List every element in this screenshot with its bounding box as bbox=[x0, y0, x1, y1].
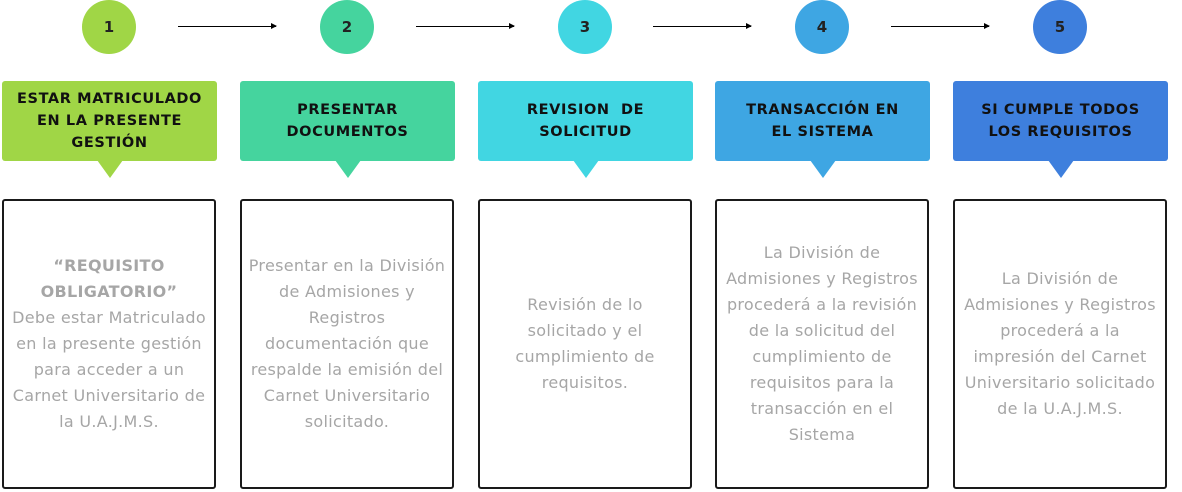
step-2-description: Presentar en la División de Admisiones y… bbox=[240, 199, 454, 489]
step-4-circle: 4 bbox=[795, 0, 849, 54]
step-title: SI CUMPLE TODOS LOS REQUISITOS bbox=[981, 102, 1140, 140]
step-3-circle: 3 bbox=[558, 0, 612, 54]
step-3-description: Revisión de lo solicitado y el cumplimie… bbox=[478, 199, 692, 489]
pointer-icon bbox=[572, 160, 599, 178]
step-1-circle: 1 bbox=[82, 0, 136, 54]
step-title: REVISION DE SOLICITUD bbox=[526, 102, 650, 140]
step-number: 2 bbox=[341, 18, 353, 36]
step-title: TRANSACCIÓN EN EL SISTEMA bbox=[746, 102, 899, 140]
step-2-header: PRESENTAR DOCUMENTOS bbox=[240, 81, 455, 178]
step-4-description: La División de Admisiones y Registros pr… bbox=[715, 199, 929, 489]
step-body: La División de Admisiones y Registros pr… bbox=[726, 243, 918, 444]
pointer-icon bbox=[96, 160, 123, 178]
step-2-circle: 2 bbox=[320, 0, 374, 54]
arrow-icon bbox=[653, 23, 752, 29]
pointer-icon bbox=[334, 160, 361, 178]
pointer-icon bbox=[1047, 160, 1074, 178]
step-title: PRESENTAR DOCUMENTOS bbox=[286, 102, 409, 140]
step-5-description: La División de Admisiones y Registros pr… bbox=[953, 199, 1167, 489]
step-5-circle: 5 bbox=[1033, 0, 1087, 54]
step-4-header: TRANSACCIÓN EN EL SISTEMA bbox=[715, 81, 930, 178]
step-emphasis: “REQUISITO OBLIGATORIO” bbox=[40, 256, 178, 301]
arrow-icon bbox=[178, 23, 277, 29]
arrow-icon bbox=[416, 23, 515, 29]
step-body: Presentar en la División de Admisiones y… bbox=[248, 256, 446, 431]
step-body: La División de Admisiones y Registros pr… bbox=[964, 269, 1156, 418]
step-title: ESTAR MATRICULADO EN LA PRESENTE GESTIÓN bbox=[17, 91, 202, 151]
arrow-icon bbox=[891, 23, 990, 29]
step-number: 5 bbox=[1054, 18, 1066, 36]
step-number: 3 bbox=[579, 18, 591, 36]
step-body: Revisión de lo solicitado y el cumplimie… bbox=[515, 295, 655, 392]
step-body: Debe estar Matriculado en la presente ge… bbox=[12, 308, 206, 431]
step-1-description: “REQUISITO OBLIGATORIO” Debe estar Matri… bbox=[2, 199, 216, 489]
step-3-header: REVISION DE SOLICITUD bbox=[478, 81, 693, 178]
pointer-icon bbox=[809, 160, 836, 178]
step-number: 4 bbox=[816, 18, 828, 36]
step-5-header: SI CUMPLE TODOS LOS REQUISITOS bbox=[953, 81, 1168, 178]
step-number: 1 bbox=[103, 18, 115, 36]
step-1-header: ESTAR MATRICULADO EN LA PRESENTE GESTIÓN bbox=[2, 81, 217, 178]
